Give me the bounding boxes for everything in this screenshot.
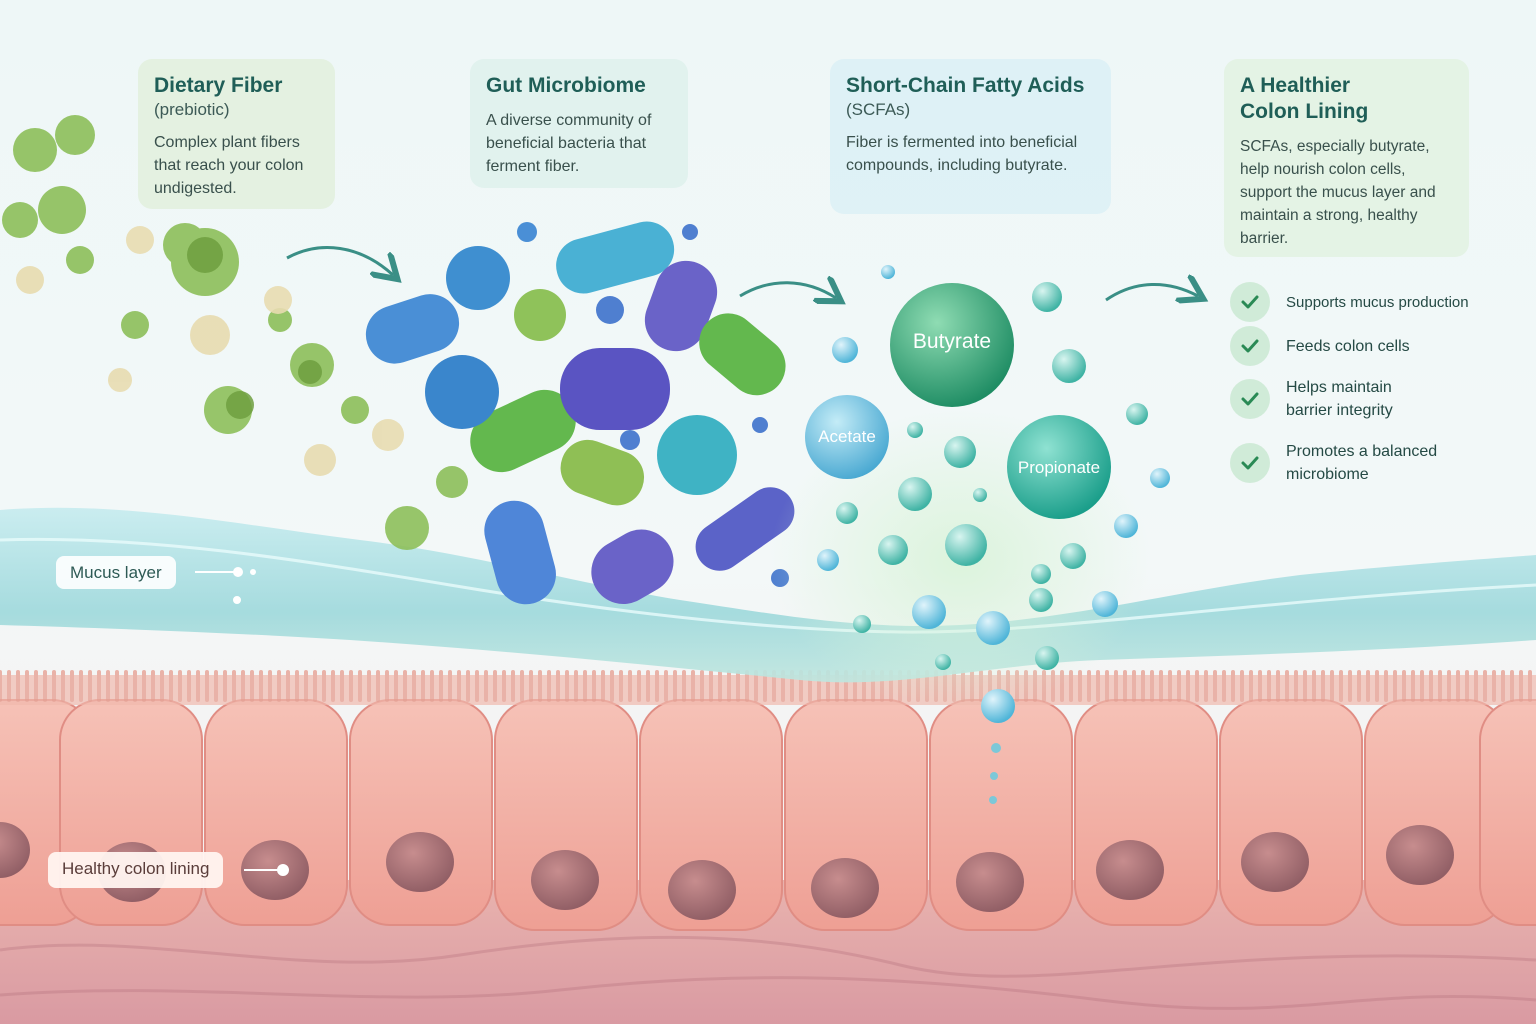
benefit-text: Promotes a balanced microbiome (1286, 443, 1438, 483)
benefit-item: Supports mucus production (1230, 282, 1469, 322)
check-icon (1230, 282, 1270, 322)
butyrate-label: Butyrate (912, 330, 992, 353)
colon-cells (0, 699, 1536, 931)
benefit-item: Promotes a balanced microbiome (1230, 440, 1466, 486)
card-title: Gut Microbiome (486, 74, 646, 97)
card-subtitle: (prebiotic) (154, 100, 230, 119)
check-icon (1230, 443, 1270, 483)
card-body: Fiber is fermented into beneficial compo… (846, 134, 1078, 174)
acetate-label: Acetate (818, 427, 876, 446)
propionate-label: Propionate (1017, 458, 1101, 477)
card-scfa: Short-Chain Fatty Acids (SCFAs) Fiber is… (830, 59, 1111, 214)
arrow-microbiome-to-scfa (739, 283, 836, 298)
arrow-fiber-to-microbiome (286, 246, 393, 275)
card-healthier-colon: A Healthier Colon Lining SCFAs, especial… (1224, 59, 1469, 257)
card-body: SCFAs, especially butyrate, help nourish… (1240, 138, 1436, 247)
arrow-scfa-to-colon (1105, 284, 1198, 300)
mucus-layer (0, 507, 1536, 683)
card-dietary-fiber: Dietary Fiber (prebiotic) Complex plant … (138, 59, 335, 209)
mucus-layer-label: Mucus layer (56, 556, 176, 589)
benefit-item: Feeds colon cells (1230, 326, 1410, 366)
scfa-small-bubbles (817, 265, 1170, 804)
propionate-bubble (1007, 415, 1111, 519)
fiber-particles (2, 115, 468, 550)
benefit-item: Helps maintain barrier integrity (1230, 376, 1436, 422)
card-gut-microbiome: Gut Microbiome A diverse community of be… (470, 59, 688, 188)
benefit-text: Feeds colon cells (1286, 337, 1410, 355)
card-title: Short-Chain Fatty Acids (846, 74, 1085, 97)
card-title: Dietary Fiber (154, 74, 283, 97)
benefit-text: Supports mucus production (1286, 293, 1469, 311)
card-body: A diverse community of beneficial bacter… (486, 112, 652, 175)
card-body: Complex plant fibers that reach your col… (154, 134, 304, 197)
bacteria-cluster (365, 221, 795, 605)
check-icon (1230, 326, 1270, 366)
benefit-text: Helps maintain barrier integrity (1286, 379, 1393, 419)
acetate-bubble (805, 395, 889, 479)
colon-lining-label: Healthy colon lining (48, 852, 224, 888)
check-icon (1230, 379, 1270, 419)
card-title-line2: Colon Lining (1240, 100, 1369, 123)
card-title-line1: A Healthier (1240, 74, 1351, 97)
butyrate-bubble (890, 283, 1014, 407)
card-subtitle: (SCFAs) (846, 100, 911, 119)
